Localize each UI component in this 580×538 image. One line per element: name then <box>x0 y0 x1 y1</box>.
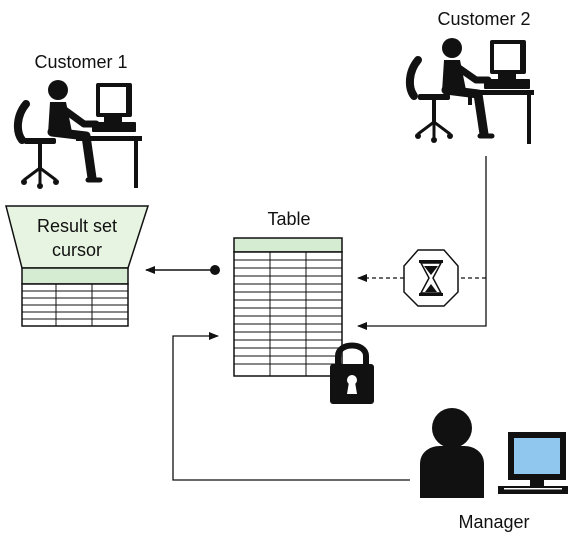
result-set-header-row <box>21 267 129 285</box>
table-label: Table <box>267 209 310 229</box>
customer-2-label: Customer 2 <box>437 9 530 29</box>
manager-update-connector <box>172 332 410 481</box>
result-set-label-line-1: Result set <box>37 216 117 236</box>
customer-1-workstation-icon <box>13 80 142 189</box>
customer-1-label: Customer 1 <box>34 52 127 72</box>
cursor-fetch-connector <box>145 265 220 275</box>
manager-person-with-monitor-icon <box>420 408 568 498</box>
customer-2-request-connector <box>357 156 487 330</box>
customer-2-workstation-icon <box>405 38 534 144</box>
database-table <box>233 237 343 377</box>
result-set-cursor: Result set cursor <box>5 205 150 327</box>
result-set-label-line-2: cursor <box>52 240 102 260</box>
result-set-grid-lines <box>22 284 128 326</box>
connector-start-dot <box>210 265 220 275</box>
hourglass-icon <box>403 249 459 307</box>
manager-label: Manager <box>458 512 529 532</box>
table-grid-lines <box>234 252 342 376</box>
table-header-row <box>233 237 343 253</box>
padlock-icon <box>330 342 374 404</box>
table-body <box>233 251 343 377</box>
